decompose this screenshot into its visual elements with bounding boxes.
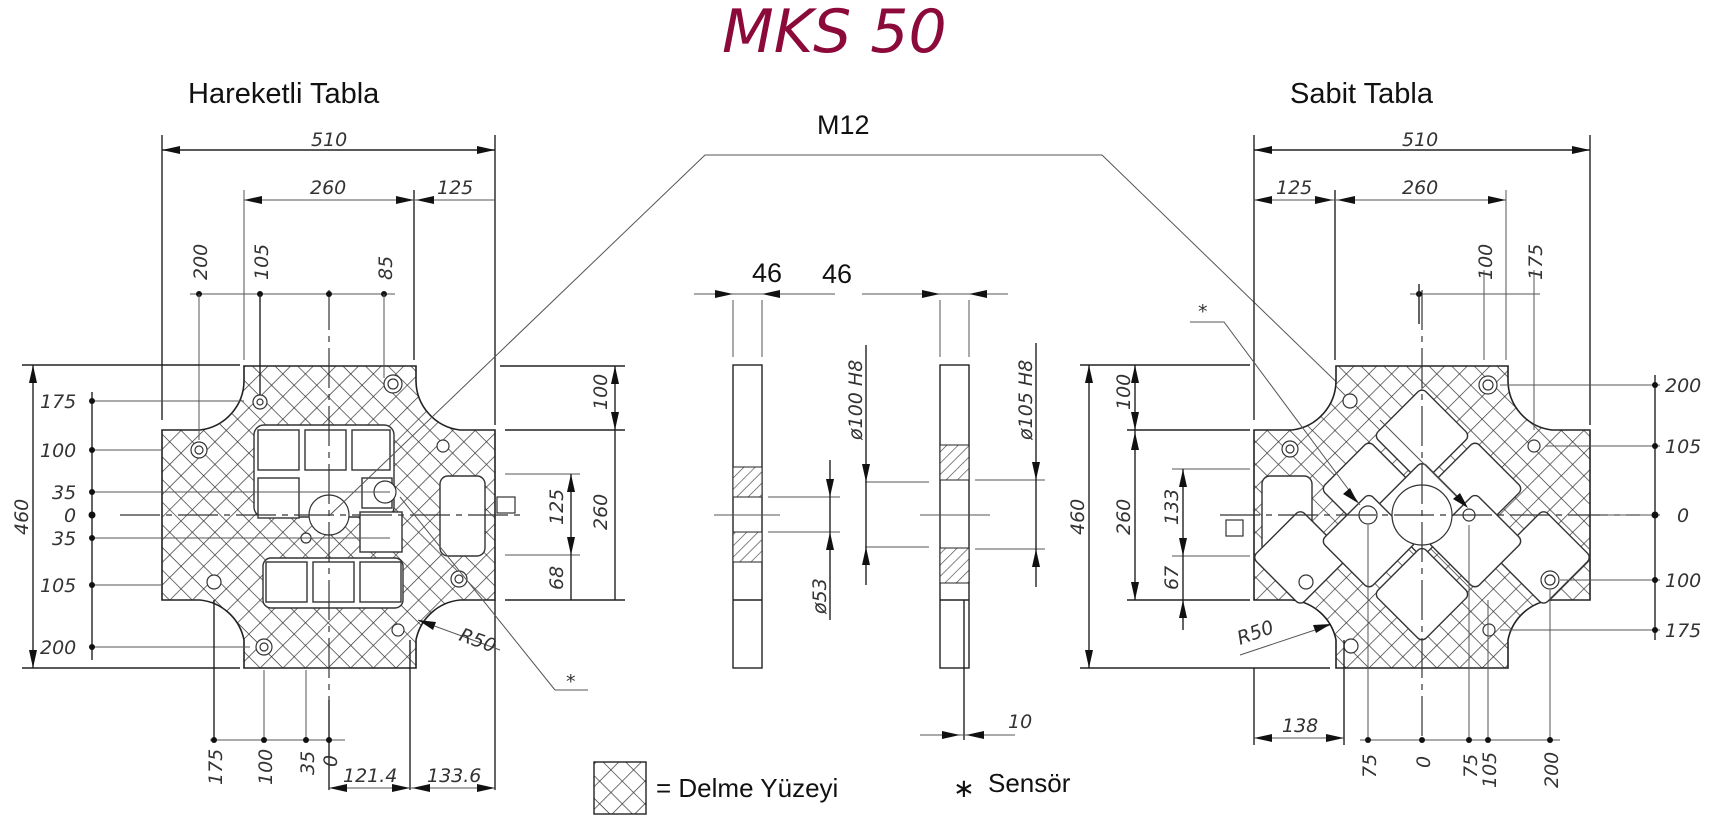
- right-dim-125: 125: [1276, 177, 1312, 199]
- left-bottom-scale-0: 0: [320, 755, 342, 767]
- right-left-dim-100: 100: [1113, 374, 1135, 410]
- right-bottom-scale-200: 200: [1541, 752, 1563, 788]
- left-right-dim-125: 125: [546, 489, 568, 525]
- left-right-dim-100: 100: [590, 374, 612, 410]
- legend-sensor-label: Sensör: [988, 768, 1071, 798]
- right-bottom-scale-75a: 75: [1359, 754, 1381, 778]
- right-view-heading: Sabit Tabla: [1290, 78, 1434, 110]
- right-mounting-holes: [1281, 375, 1560, 654]
- left-scale-0: 0: [64, 505, 76, 527]
- right-bottom-scale-105: 105: [1479, 752, 1501, 788]
- right-bottom-scale-0: 0: [1413, 756, 1435, 768]
- section-dim-10: 10: [1008, 711, 1032, 733]
- left-bottom-scale-175: 175: [205, 749, 227, 785]
- left-scale-35a: 35: [52, 482, 76, 504]
- left-scale-105: 105: [40, 575, 76, 597]
- left-view-heading: Hareketli Tabla: [188, 78, 380, 110]
- legend-drilling-surface-label: = Delme Yüzeyi: [656, 773, 838, 803]
- drawing-title: MKS 50: [722, 0, 947, 67]
- right-scale-200: 200: [1665, 375, 1701, 397]
- left-dim-260: 260: [310, 177, 346, 199]
- left-mounting-holes: [190, 374, 468, 656]
- left-sensor-plug: [496, 496, 516, 514]
- left-bottom-scale-100: 100: [255, 749, 277, 785]
- legend: = Delme Yüzeyi ∗ Sensör: [593, 761, 1071, 815]
- right-dim-260: 260: [1402, 177, 1438, 199]
- legend-hatch-swatch: [593, 761, 647, 815]
- right-left-dim-67: 67: [1161, 566, 1183, 590]
- section-bore-53: ø53: [809, 578, 831, 615]
- section-dim-46a: 46: [752, 258, 782, 288]
- left-bottom-scale-35: 35: [297, 751, 319, 775]
- m12-label: M12: [817, 110, 870, 140]
- right-bottom-dim-138: 138: [1282, 715, 1318, 737]
- section-bore-105: ø105 H8: [1015, 360, 1037, 441]
- left-dim-125: 125: [437, 177, 473, 199]
- left-scale-35b: 35: [52, 528, 76, 550]
- right-view: Sabit Tabla: [1067, 78, 1701, 788]
- right-scale-0: 0: [1677, 505, 1689, 527]
- right-dim-510: 510: [1402, 129, 1438, 151]
- left-scale-175: 175: [40, 391, 76, 413]
- left-bottom-dim-133-6: 133.6: [427, 765, 481, 787]
- right-top-scale-100: 100: [1475, 244, 1497, 280]
- right-scale-105: 105: [1665, 436, 1701, 458]
- left-radius-r50: R50: [456, 624, 499, 657]
- left-dim-460: 460: [11, 499, 33, 535]
- left-right-dim-260: 260: [590, 494, 612, 530]
- right-scale-175: 175: [1665, 620, 1701, 642]
- right-scale-100: 100: [1665, 570, 1701, 592]
- m12-callout: M12: [329, 110, 1356, 516]
- left-right-dim-68: 68: [546, 566, 568, 590]
- section-view: 46 46 ø100 H8 ø105 H8 ø53 10: [694, 258, 1045, 740]
- right-left-dim-133: 133: [1161, 489, 1183, 525]
- right-sensor-marker: *: [1198, 301, 1208, 323]
- right-bottom-scale-75b: 75: [1460, 754, 1482, 778]
- right-sensor-plug: [1225, 519, 1244, 537]
- left-top-scale-85: 85: [375, 256, 397, 280]
- left-sensor-marker: *: [566, 671, 576, 693]
- right-left-dim-260: 260: [1113, 499, 1135, 535]
- left-scale-200: 200: [40, 637, 76, 659]
- right-top-scale-175: 175: [1525, 244, 1547, 280]
- section-bore-100: ø100 H8: [845, 360, 867, 441]
- legend-sensor-symbol: ∗: [953, 773, 975, 803]
- left-pocket-grid: [253, 424, 486, 609]
- left-top-scale-200: 200: [190, 244, 212, 280]
- left-view: Hareketli Tabla: [11, 78, 625, 792]
- left-scale-100: 100: [40, 440, 76, 462]
- right-dim-460: 460: [1067, 499, 1089, 535]
- left-bottom-dim-121-4: 121.4: [343, 765, 397, 787]
- section-plate-left: [732, 364, 763, 669]
- left-dim-510: 510: [311, 129, 347, 151]
- section-dim-46b: 46: [822, 259, 852, 289]
- right-pocket-grid: [1254, 389, 1590, 641]
- left-top-scale-105: 105: [251, 244, 273, 280]
